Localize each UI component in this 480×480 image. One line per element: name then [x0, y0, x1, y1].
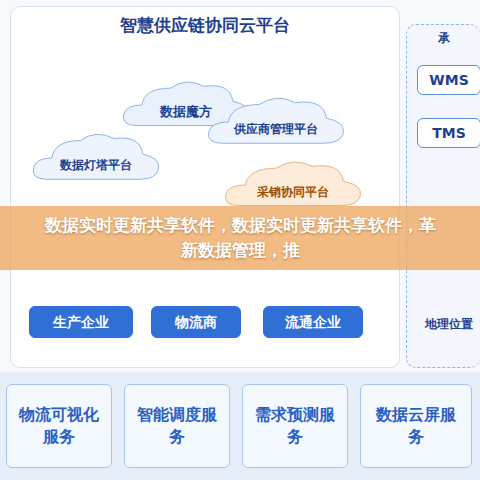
entity-box: TMS	[417, 118, 480, 148]
overlay-text: 数据实时更新共享软件，数据实时更新共享软件，革新数据管理，推	[40, 213, 440, 262]
service-box: 物流可视化服务	[6, 384, 112, 468]
cloud-node: 采销协同平台	[223, 157, 363, 213]
node-label: TMS	[432, 125, 466, 142]
node-label: 地理位置	[425, 317, 473, 331]
node-label: 生产企业	[53, 314, 109, 331]
service-band	[0, 372, 480, 480]
node-label: 数据灯塔平台	[60, 158, 132, 172]
overlay-banner: 数据实时更新共享软件，数据实时更新共享软件，革新数据管理，推	[0, 206, 480, 270]
node-label: 物流可视化服务	[17, 404, 101, 447]
node-label: 需求预测服务	[253, 404, 337, 447]
side-panel: 承 WMS TMS 地理位置	[406, 24, 480, 368]
node-label: 承	[438, 31, 450, 45]
node-label: 采销协同平台	[257, 185, 329, 199]
platform-panel: 智慧供应链协同云平台数据魔方数据灯塔平台 供应商管理平台采销协同平台生产企业 物流商…	[10, 6, 400, 368]
node-label: 流通企业	[285, 314, 341, 331]
cloud-node: 数据灯塔平台	[31, 129, 161, 187]
icon-label: 地理位置	[417, 311, 480, 337]
entity-box: WMS	[417, 65, 480, 95]
service-box: 数据云屏服务	[360, 384, 472, 468]
node-label: 物流商	[175, 314, 217, 331]
service-box: 需求预测服务	[242, 384, 348, 468]
title-text: 智慧供应链协同云平台	[120, 15, 290, 35]
service-box: 智能调度服务	[124, 384, 230, 468]
entity-box: 生产企业	[29, 306, 133, 338]
node-label: 数据魔方	[160, 104, 212, 120]
node-label: 供应商管理平台	[234, 122, 318, 136]
entity-box: 流通企业	[263, 306, 363, 338]
node-label: 数据云屏服务	[374, 404, 458, 447]
entity-box: 物流商	[151, 306, 241, 338]
node-label: 智能调度服务	[135, 404, 219, 447]
node-label: WMS	[429, 72, 468, 89]
cloud-node: 供应商管理平台	[206, 93, 346, 151]
